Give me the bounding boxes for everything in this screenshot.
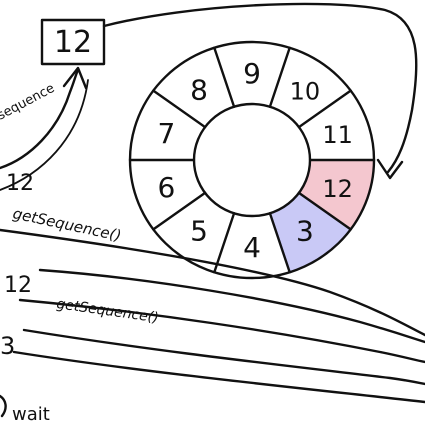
label-12-b: 12 [4,273,32,298]
label-12-a: 12 [6,171,34,196]
ring-divider [268,212,291,274]
ring-dividers [128,46,376,274]
ring-slot-label-4: 4 [243,231,261,264]
sequence-arrowhead [62,66,88,90]
ring-divider [213,46,236,108]
sequence-arrow [0,68,80,170]
sequence-label: sequence [0,81,57,124]
call-line-4 [22,328,425,386]
ring-divider [152,191,207,231]
ring-divider [268,46,291,108]
ring-divider [297,191,352,231]
sequence-box-label: 12 [54,25,92,60]
ring-slot-label-5: 5 [190,214,208,247]
sequence-box: 12 [40,18,106,66]
ring-inner-outline [192,102,312,218]
ring-divider [152,89,207,129]
ring-segments [269,160,374,273]
ring-slot-label-6: 6 [157,171,175,204]
sequence-arrow-line-2 [0,79,89,191]
label-3: 3 [0,332,15,360]
box-to-slot-arrow [102,2,418,174]
wait-marker [0,394,7,418]
call-line-2 [38,268,425,344]
box-to-slot-arrowhead [376,158,404,180]
ring-slot-label-12: 12 [322,175,353,203]
ring-slot-fill-3 [269,192,351,273]
ring-slot-label-3: 3 [296,214,314,247]
ring-slot-label-9: 9 [243,57,261,90]
ring-slot-fill-12 [298,160,374,230]
ring-slot-label-7: 7 [157,117,175,150]
ring-slot-label-8: 8 [190,74,208,107]
call-line-5 [12,350,425,404]
sequence-box-rect [40,18,106,66]
wait-label: wait [12,404,50,422]
call-line-1 [0,228,425,337]
ring-slot-label-10: 10 [290,78,321,106]
getsequence-label-b: getSequence() [55,296,159,326]
ring-divider [213,212,236,274]
ring-divider [297,89,352,129]
call-line-3 [18,298,425,364]
ring-slot-label-11: 11 [322,121,353,149]
